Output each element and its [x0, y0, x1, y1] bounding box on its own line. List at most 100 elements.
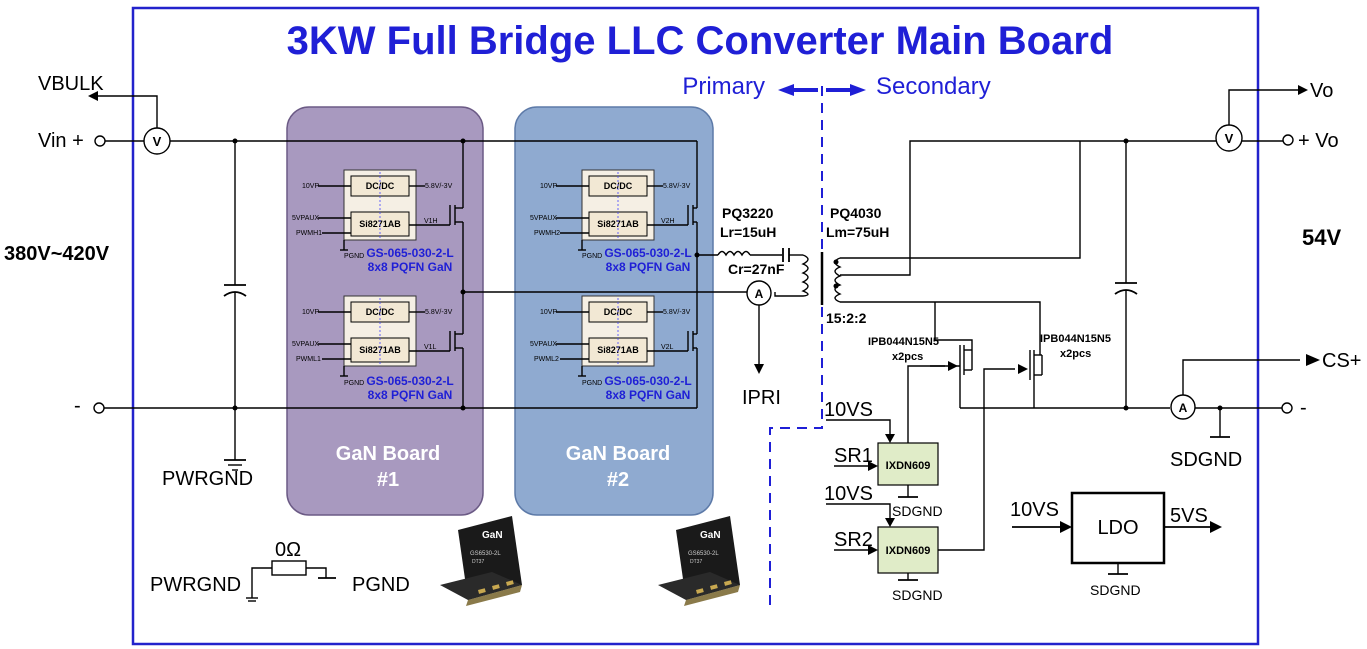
sr1-driver-ic-label: IXDN609: [886, 460, 931, 472]
leg-2-wiring: [694, 141, 700, 408]
sdgnd-label: SDGND: [1170, 449, 1242, 471]
sig-10vp: 10VP: [540, 183, 557, 190]
isolation-boundary: [769, 86, 823, 610]
secondary-arrow: [826, 84, 866, 96]
sig-5vpaux: 5VPAUX: [530, 341, 557, 348]
ldo-out-label: 5VS: [1170, 505, 1208, 527]
package-brand: GaN: [482, 530, 503, 541]
sig-pwm: PWML2: [534, 356, 559, 363]
junction-dot: [232, 138, 238, 144]
sig-pwm: PWMH2: [534, 230, 560, 237]
half-bridge-b2-top: DC/DC Si8271AB 10VP 5VPAUX PWMH2 5.8V/-3…: [530, 169, 697, 274]
vbulk-arrow: [88, 91, 98, 101]
node-label: V1L: [424, 344, 437, 351]
vin-minus-label: -: [74, 395, 81, 417]
cs-plus-label: CS+: [1322, 350, 1361, 372]
vbulk-label: VBULK: [38, 73, 104, 95]
ldo-label: LDO: [1097, 517, 1138, 539]
primary-label: Primary: [682, 73, 765, 100]
node-label: V2H: [661, 218, 675, 225]
sig-5vpaux: 5VPAUX: [530, 215, 557, 222]
pgnd-label: PGND: [344, 253, 364, 260]
gan-board-1-label: GaN Board: [336, 443, 440, 465]
sig-10vp: 10VP: [302, 183, 319, 190]
package-code: DT37: [690, 559, 702, 565]
supply-label: 5.8V/-3V: [425, 183, 453, 190]
vin-range-label: 380V~420V: [4, 243, 110, 265]
cr-label: Cr=27nF: [728, 261, 785, 277]
half-bridge-b1-top: DC/DC Si8271AB 10VP 5VPAUX PWMH1 5.8V/-3…: [292, 169, 463, 274]
sr1-label: SR1: [834, 445, 873, 467]
supply-label: 5.8V/-3V: [663, 183, 691, 190]
zero-ohm-resistor: [246, 560, 336, 602]
secondary-winding: [834, 257, 842, 303]
sr1-gnd-label: SDGND: [892, 503, 943, 519]
vin-plus-terminal: [94, 135, 106, 147]
sig-10vp: 10VP: [302, 309, 319, 316]
sr-fet-right-part: IPB044N15N5: [1040, 333, 1111, 345]
supply-label: 5.8V/-3V: [663, 309, 691, 316]
package-brand: GaN: [700, 530, 721, 541]
sr2-driver-ic-label: IXDN609: [886, 545, 931, 557]
main-board-frame: [131, 6, 1260, 646]
package-marking: GS6530-2L: [470, 551, 501, 557]
pwrgnd-label: PWRGND: [162, 468, 253, 490]
sr1-gate-arrow: [948, 361, 958, 371]
half-bridge-b1-bot: DC/DC Si8271AB 10VP 5VPAUX PWML1 5.8V/-3…: [292, 295, 463, 402]
lm-label: Lm=75uH: [826, 224, 889, 240]
ldo-gnd-label: SDGND: [1090, 582, 1141, 598]
driver1-supply: 10VS: [824, 399, 873, 421]
diagram-title: 3KW Full Bridge LLC Converter Main Board: [287, 19, 1114, 63]
ipri-arrow: [754, 364, 764, 374]
sr-fet-left-qty: x2pcs: [892, 351, 923, 363]
gan-board-2-label: GaN Board: [566, 443, 670, 465]
output-voltmeter-symbol: V: [1225, 131, 1234, 146]
vo-minus-label: -: [1300, 397, 1307, 419]
pq3220-label: PQ3220: [722, 205, 774, 221]
resistor-right-label: PGND: [352, 574, 410, 596]
vin-plus-label: Vin +: [38, 130, 84, 152]
gan-board-2-number: #2: [607, 469, 629, 491]
driver2-supply: 10VS: [824, 483, 873, 505]
sr2-gate-arrow: [1018, 364, 1028, 374]
vo-arrow: [1298, 85, 1308, 95]
resonant-inductor: [697, 250, 782, 257]
sig-5vpaux: 5VPAUX: [292, 341, 319, 348]
pgnd-label: PGND: [582, 380, 602, 387]
leg-1-wiring: [460, 138, 755, 411]
cs-arrow: [1306, 354, 1320, 366]
ratio-label: 15:2:2: [826, 310, 867, 326]
node-label: V1H: [424, 218, 438, 225]
gan-package: 8x8 PQFN GaN: [606, 260, 691, 274]
gan-package: 8x8 PQFN GaN: [368, 260, 453, 274]
sig-5vpaux: 5VPAUX: [292, 215, 319, 222]
ipri-label: IPRI: [742, 387, 781, 409]
output-ammeter-symbol: A: [1179, 401, 1188, 415]
gan-package-image-2: GaN GS6530-2L DT37: [658, 516, 740, 606]
primary-winding: [774, 254, 809, 297]
gan-part-number: GS-065-030-2-L: [366, 246, 453, 260]
sig-10vp: 10VP: [540, 309, 557, 316]
lr-label: Lr=15uH: [720, 224, 776, 240]
sr2-gnd-label: SDGND: [892, 587, 943, 603]
input-voltmeter-symbol: V: [153, 134, 162, 149]
ldo-in-label: 10VS: [1010, 499, 1059, 521]
resonant-capacitor: [782, 248, 803, 262]
sr-fet-left-part: IPB044N15N5: [868, 336, 939, 348]
sr-fet-right: [1029, 350, 1043, 408]
gan-part-number: GS-065-030-2-L: [604, 374, 691, 388]
node-label: V2L: [661, 344, 674, 351]
vo-plus-terminal: [1282, 134, 1294, 146]
gan-package-image-1: GaN GS6530-2L DT37: [440, 516, 522, 606]
sr-fet-left: [930, 302, 973, 408]
sr-fet-right-qty: x2pcs: [1060, 348, 1091, 360]
vo-arrow-label: Vo: [1310, 80, 1333, 102]
sr2-label: SR2: [834, 529, 873, 551]
junction-dot: [232, 405, 238, 411]
vo-plus-label: + Vo: [1298, 130, 1339, 152]
sig-pwm: PWML1: [296, 356, 321, 363]
primary-ammeter-symbol: A: [755, 287, 764, 301]
output-capacitor: [1114, 138, 1138, 411]
gan-board-1-number: #1: [377, 469, 399, 491]
